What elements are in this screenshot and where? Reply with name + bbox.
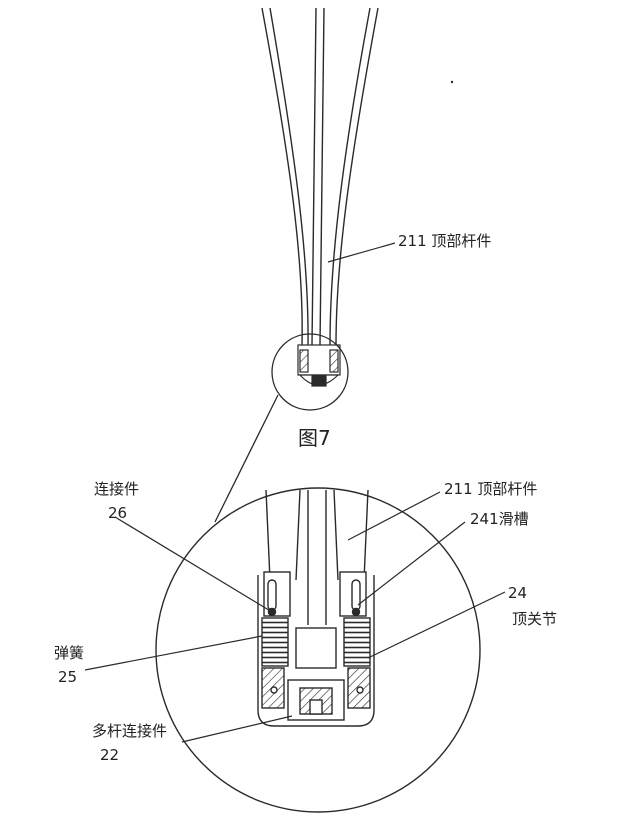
label-connector-num: 26 <box>108 504 128 522</box>
magnified-circle <box>155 487 481 813</box>
label-top-rod: 211 顶部杆件 <box>398 232 492 250</box>
label-spring-num: 25 <box>58 668 78 686</box>
left-rod-outer <box>261 7 303 346</box>
rod-bundle <box>261 7 454 346</box>
right-rod-inner <box>335 7 379 346</box>
zoom-connector-line <box>214 394 279 523</box>
magnified-assembly <box>257 489 375 727</box>
figure-label: 图7 <box>298 426 331 450</box>
label-spring-name: 弹簧 <box>54 644 85 662</box>
leader-lines <box>84 242 506 743</box>
label-top-joint-name: 顶关节 <box>512 610 558 628</box>
label-multi-connector-name: 多杆连接件 <box>92 722 168 740</box>
label-slot: 241滑槽 <box>470 510 529 528</box>
small-joint <box>297 344 341 387</box>
speck <box>450 80 454 84</box>
label-connector-name: 连接件 <box>94 480 140 498</box>
right-rod-outer <box>329 7 371 346</box>
detail-marker-circle <box>271 333 349 411</box>
label-top-joint-num: 24 <box>508 584 528 602</box>
label-multi-connector-num: 22 <box>100 746 120 764</box>
center-rod-left <box>311 7 317 346</box>
label-top-rod-detail: 211 顶部杆件 <box>444 480 538 498</box>
center-rod-right <box>319 7 325 346</box>
left-rod-inner <box>269 7 309 346</box>
